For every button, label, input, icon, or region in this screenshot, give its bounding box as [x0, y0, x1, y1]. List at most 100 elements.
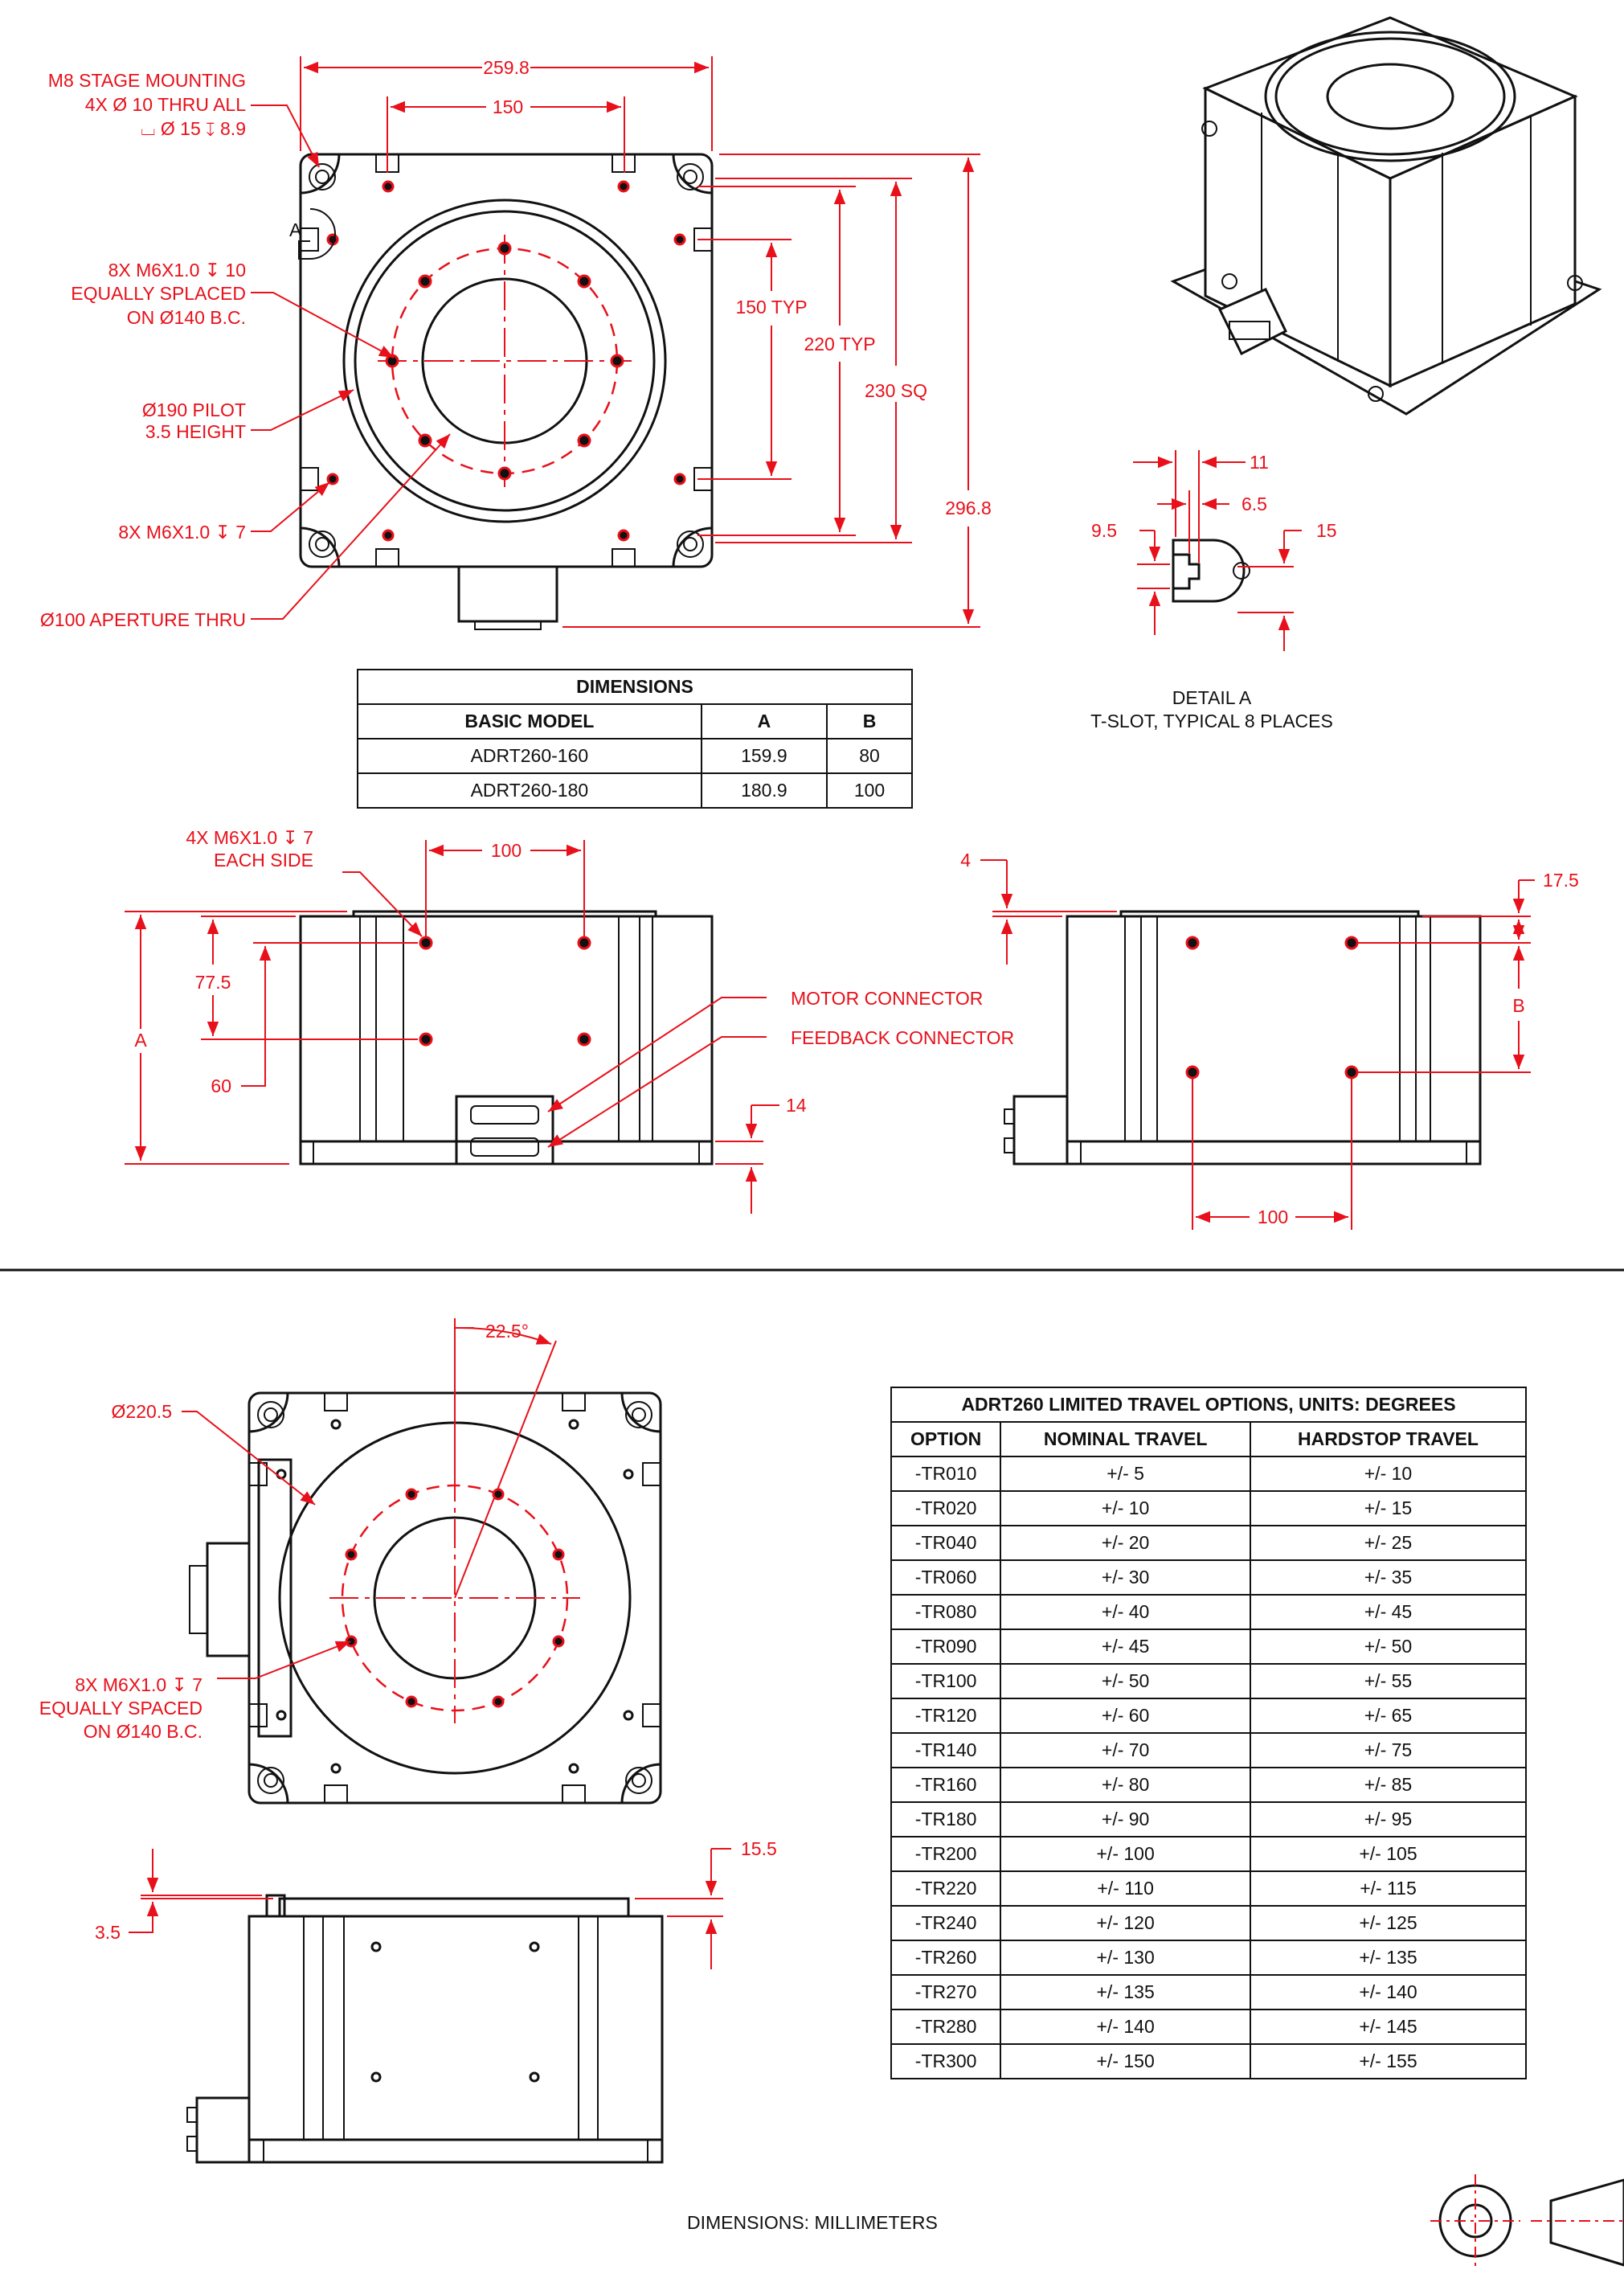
callout-side-holes-1: 4X M6X1.0 ↧ 7: [186, 827, 313, 848]
dimensions-table: DIMENSIONS BASIC MODEL A B ADRT260-160 1…: [357, 669, 913, 809]
table-row: -TR060+/- 30+/- 35: [890, 1559, 1528, 1596]
projection-symbol: [1430, 2174, 1624, 2267]
table-cell: -TR270: [890, 1974, 1002, 2010]
dim-60: 60: [211, 1075, 231, 1096]
callout-m6-top-1: 8X M6X1.0 ↧ 10: [108, 260, 246, 281]
section-a-label: A: [289, 219, 302, 240]
table-cell: +/- 115: [1249, 1870, 1528, 1907]
table-cell: +/- 140: [1000, 2009, 1251, 2045]
callout-m6-bottom-1: 8X M6X1.0 ↧ 7: [75, 1674, 202, 1695]
table-row: ADRT260-180 180.9 100: [357, 772, 913, 809]
table-cell: -TR020: [890, 1490, 1002, 1526]
callout-motor-connector: MOTOR CONNECTOR: [791, 988, 983, 1009]
table-cell: +/- 60: [1000, 1698, 1251, 1734]
table-row: -TR010+/- 5+/- 10: [890, 1456, 1528, 1492]
callout-m6-top-2: EQUALLY SPLACED: [71, 283, 246, 304]
dim-22-5-deg: 22.5°: [485, 1321, 529, 1342]
callout-feedback-connector: FEEDBACK CONNECTOR: [791, 1027, 1014, 1048]
table-row: -TR300+/- 150+/- 155: [890, 2043, 1528, 2079]
table-cell: -TR120: [890, 1698, 1002, 1734]
table-cell: +/- 135: [1249, 1940, 1528, 1976]
side-view-dimensions: 4 17.5 B 100: [960, 850, 1579, 1230]
dim-14: 14: [786, 1095, 807, 1116]
table-cell: +/- 105: [1249, 1836, 1528, 1872]
table-cell: +/- 95: [1249, 1801, 1528, 1837]
limited-travel-dimensions: 22.5° Ø220.5 8X M6X1.0 ↧ 7 EQUALLY SPACE…: [39, 1321, 552, 1742]
table-cell: +/- 55: [1249, 1663, 1528, 1699]
dim-6-5: 6.5: [1242, 494, 1267, 514]
dim-15-5: 15.5: [741, 1838, 777, 1859]
table-cell: -TR160: [890, 1767, 1002, 1803]
travel-header-hardstop: HARDSTOP TRAVEL: [1249, 1421, 1528, 1457]
callout-stage-mount-3: ⌴ Ø 15 ↧ 8.9: [141, 118, 246, 139]
dim-11: 11: [1250, 452, 1269, 473]
table-cell: +/- 5: [1000, 1456, 1251, 1492]
dim-3-5: 3.5: [95, 1922, 121, 1943]
dims-table-title: DIMENSIONS: [357, 669, 913, 705]
isometric-view: [1170, 16, 1602, 416]
side-view: [1004, 910, 1482, 1166]
table-cell: -TR200: [890, 1836, 1002, 1872]
table-cell: +/- 10: [1249, 1456, 1528, 1492]
table-row: -TR160+/- 80+/- 85: [890, 1767, 1528, 1803]
table-cell: +/- 35: [1249, 1559, 1528, 1596]
dims-header-model: BASIC MODEL: [357, 703, 702, 739]
table-cell: -TR060: [890, 1559, 1002, 1596]
units-note: DIMENSIONS: MILLIMETERS: [687, 2212, 938, 2233]
dim-77-5: 77.5: [195, 972, 231, 993]
table-cell: +/- 100: [1000, 1836, 1251, 1872]
top-view-callouts: M8 STAGE MOUNTING 4X Ø 10 THRU ALL ⌴ Ø 1…: [40, 70, 302, 630]
dim-b: B: [1512, 995, 1524, 1016]
callout-diameter-220-5: Ø220.5: [112, 1401, 172, 1422]
dims-header-b: B: [826, 703, 913, 739]
table-cell: -TR260: [890, 1940, 1002, 1976]
dim-100-side: 100: [1258, 1207, 1288, 1227]
table-cell: 159.9: [700, 738, 828, 774]
limited-travel-side-dimensions: 15.5 3.5: [95, 1838, 777, 1969]
dim-230-sq: 230 SQ: [865, 380, 927, 401]
table-cell: +/- 145: [1249, 2009, 1528, 2045]
table-cell: +/- 110: [1000, 1870, 1251, 1907]
callout-m6-corner: 8X M6X1.0 ↧ 7: [118, 522, 246, 543]
dim-15: 15: [1316, 520, 1337, 541]
detail-a: 11 6.5 9.5 15 DETAIL A T-SLOT, TYPICAL 8…: [1090, 450, 1337, 731]
dim-150-typ: 150 TYP: [735, 297, 807, 318]
table-cell: +/- 45: [1249, 1594, 1528, 1630]
table-row: -TR180+/- 90+/- 95: [890, 1801, 1528, 1837]
table-row: -TR270+/- 135+/- 140: [890, 1974, 1528, 2010]
front-view: [299, 910, 714, 1166]
dim-150: 150: [493, 96, 523, 117]
table-cell: +/- 90: [1000, 1801, 1251, 1837]
table-cell: -TR220: [890, 1870, 1002, 1907]
dim-296-8: 296.8: [945, 498, 992, 518]
table-row: -TR080+/- 40+/- 45: [890, 1594, 1528, 1630]
table-cell: +/- 75: [1249, 1732, 1528, 1768]
table-cell: -TR090: [890, 1629, 1002, 1665]
dim-a: A: [134, 1030, 147, 1051]
table-cell: +/- 40: [1000, 1594, 1251, 1630]
table-cell: +/- 85: [1249, 1767, 1528, 1803]
table-cell: 100: [826, 772, 913, 809]
table-cell: 180.9: [700, 772, 828, 809]
table-row: -TR040+/- 20+/- 25: [890, 1525, 1528, 1561]
table-cell: +/- 150: [1000, 2043, 1251, 2079]
callout-m6-bottom-3: ON Ø140 B.C.: [84, 1721, 202, 1742]
dim-4: 4: [960, 850, 971, 871]
table-cell: -TR140: [890, 1732, 1002, 1768]
table-cell: ADRT260-180: [357, 772, 702, 809]
table-row: ADRT260-160 159.9 80: [357, 738, 913, 774]
limited-travel-view: [189, 1318, 662, 1805]
table-cell: +/- 50: [1000, 1663, 1251, 1699]
table-row: -TR020+/- 10+/- 15: [890, 1490, 1528, 1526]
callout-m6-top-3: ON Ø140 B.C.: [127, 307, 246, 328]
table-row: -TR100+/- 50+/- 55: [890, 1663, 1528, 1699]
dims-header-a: A: [700, 703, 828, 739]
callout-aperture: Ø100 APERTURE THRU: [40, 609, 246, 630]
table-cell: -TR300: [890, 2043, 1002, 2079]
table-cell: +/- 65: [1249, 1698, 1528, 1734]
table-cell: +/- 45: [1000, 1629, 1251, 1665]
table-row: -TR220+/- 110+/- 115: [890, 1870, 1528, 1907]
table-cell: +/- 20: [1000, 1525, 1251, 1561]
table-cell: +/- 25: [1249, 1525, 1528, 1561]
